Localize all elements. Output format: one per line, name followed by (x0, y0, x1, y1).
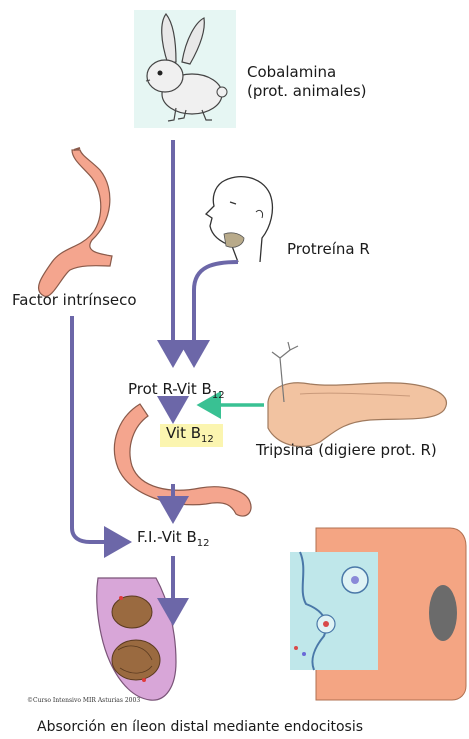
proteina-r-label: Protreína R (287, 240, 370, 258)
fi-vit-text: F.I.-Vit B (137, 528, 197, 546)
rabbit-icon (134, 10, 236, 128)
pancreas-icon (268, 342, 446, 446)
head-profile-icon (206, 177, 272, 262)
cobalamina-label: Cobalamina (prot. animales) (247, 63, 367, 101)
stomach-icon (39, 148, 112, 296)
tripsina-label: Tripsina (digiere prot. R) (256, 441, 437, 459)
subscript-12: 12 (201, 434, 214, 445)
prot-r-vit-b12-label: Prot R-Vit B12 (128, 380, 225, 401)
vit-b12-label: Vit B12 (160, 424, 223, 447)
cobalamina-line-2: (prot. animales) (247, 82, 367, 101)
caption: Absorción en íleon distal mediante endoc… (37, 718, 363, 736)
prot-r-vit-text: Prot R-Vit B (128, 380, 212, 398)
subscript-12: 12 (212, 390, 225, 401)
factor-intrinseco-label: Factor intrínseco (12, 291, 137, 309)
duodenum-icon (114, 404, 251, 516)
copyright-note: ©Curso Intensivo MIR Asturias 2003 (27, 697, 140, 704)
enterocyte-icon (290, 528, 466, 700)
fi-vit-b12-label: F.I.-Vit B12 (137, 528, 210, 549)
vit-b-text: Vit B (166, 424, 201, 442)
intestine-icon (97, 578, 176, 700)
arrow-proteina-r (194, 262, 238, 364)
subscript-12: 12 (197, 538, 210, 549)
cobalamina-line-1: Cobalamina (247, 63, 367, 82)
